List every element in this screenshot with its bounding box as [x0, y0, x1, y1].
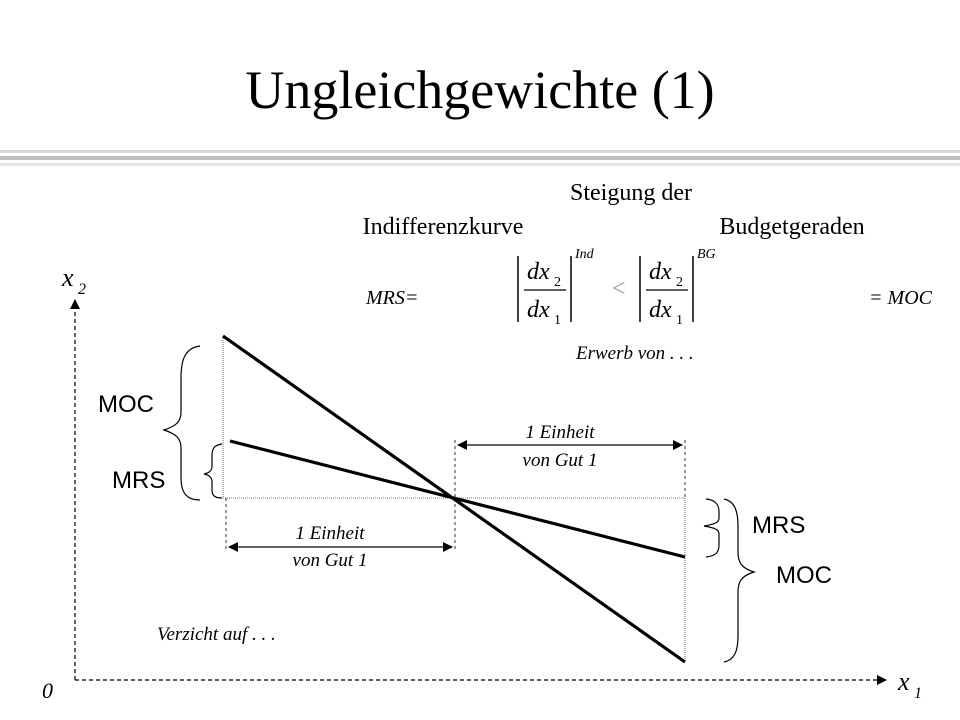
- origin-label: 0: [42, 678, 53, 703]
- x-axis-label: x: [897, 667, 910, 696]
- brace-moc-left: [162, 345, 201, 501]
- unit-left-line2: von Gut 1: [293, 550, 368, 571]
- formula-moc: = MOC: [869, 287, 933, 309]
- y-axis-label: x: [61, 263, 74, 292]
- superscript-ind: Ind: [574, 247, 595, 262]
- fraction-left-den-sub: 1: [554, 313, 561, 328]
- erwerb-label: Erwerb von . . .: [575, 343, 694, 364]
- formula-mrs: MRS=: [365, 287, 418, 309]
- unit-right-line2: von Gut 1: [523, 450, 598, 471]
- header-indifferenzkurve: Indifferenzkurve: [363, 214, 524, 240]
- verzicht-label: Verzicht auf . . .: [157, 624, 276, 645]
- mrs-label-right: MRS: [752, 512, 805, 539]
- fraction-left-denominator: dx: [527, 297, 550, 323]
- formula-relation: <: [612, 276, 626, 302]
- unit-left-line1: 1 Einheit: [295, 523, 365, 544]
- title-divider: [0, 150, 960, 166]
- moc-label-right: MOC: [776, 562, 832, 589]
- indifference-curve-tangent: [229, 439, 686, 559]
- moc-label-left: MOC: [98, 391, 154, 418]
- x-axis-subscript: 1: [914, 685, 922, 702]
- fraction-left-num-sub: 2: [554, 275, 561, 290]
- fraction-left-numerator: dx: [527, 259, 550, 285]
- fraction-right-denominator: dx: [649, 297, 672, 323]
- brace-mrs-left: [203, 443, 223, 499]
- header-steigung: Steigung der: [570, 180, 692, 206]
- fraction-right-numerator: dx: [649, 259, 672, 285]
- fraction-right-num-sub: 2: [676, 275, 683, 290]
- brace-moc-right: [723, 498, 757, 663]
- fraction-right-den-sub: 1: [676, 313, 683, 328]
- brace-mrs-right: [703, 498, 720, 558]
- slide-title: Ungleichgewichte (1): [245, 60, 714, 120]
- superscript-bg: BG: [697, 247, 716, 262]
- mrs-label-left: MRS: [112, 467, 165, 494]
- header-budgetgeraden: Budgetgeraden: [719, 214, 864, 240]
- slope-formula: MRS= dx 2 dx 1 Ind < dx 2 dx 1 BG = MOC: [365, 247, 933, 328]
- y-axis-subscript: 2: [78, 281, 86, 298]
- unit-right-line1: 1 Einheit: [525, 422, 595, 443]
